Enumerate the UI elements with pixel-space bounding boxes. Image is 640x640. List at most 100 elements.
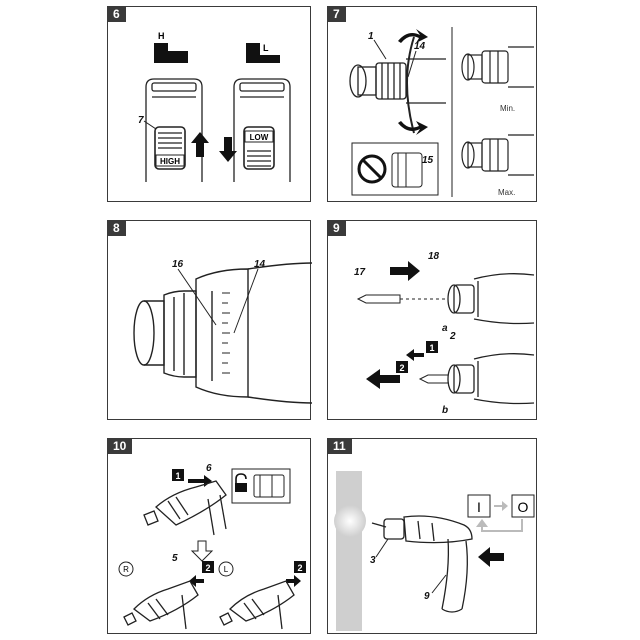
wall-surface [336, 471, 362, 631]
off-state-box [511, 494, 535, 518]
unlock-icon [235, 473, 247, 483]
screwdriver-bit [356, 294, 401, 304]
arrow-down-outline-icon [190, 540, 214, 562]
callout-17: 17 [354, 267, 366, 278]
panel-number: 9 [327, 220, 346, 236]
unlock-icon-body [235, 483, 247, 492]
leader-line [373, 39, 387, 60]
callout-1: 1 [368, 31, 374, 42]
driver-bottom-right [219, 580, 295, 630]
step-2-number: 2 [399, 363, 404, 373]
on-state-box [467, 494, 491, 518]
panel-number: 7 [327, 6, 346, 22]
high-label: HIGH [160, 157, 180, 166]
leader-line [177, 268, 217, 326]
rotate-arrow-top-icon [398, 29, 428, 43]
callout-3: 3 [370, 555, 376, 566]
arrow-right-icon [286, 575, 301, 587]
max-label: Max. [498, 188, 515, 197]
high-step-letter: H [158, 31, 165, 41]
leader-line [233, 268, 259, 334]
arrow-left-icon [189, 575, 204, 587]
chuck-min [461, 46, 534, 88]
ring-detail [391, 152, 423, 188]
off-state-label: O [518, 499, 529, 515]
panel-10: 10 1 6 R 5 2 [107, 438, 311, 634]
callout-18: 18 [428, 251, 440, 262]
step-1-badge [172, 469, 184, 481]
leader-line [375, 538, 389, 558]
prohibited-icon [357, 154, 387, 184]
high-label-box [155, 154, 185, 167]
leader-line [407, 50, 417, 78]
bit-insertion-illustration: 17 18 a 2 1 2 b [354, 251, 535, 416]
rotation-l-icon [218, 561, 234, 577]
callout-16: 16 [172, 259, 184, 270]
arrow-left-icon [478, 547, 504, 567]
panel-11: 11 I O 3 9 [327, 438, 537, 634]
on-state-label: I [477, 499, 481, 515]
callout-7: 7 [138, 115, 144, 126]
step-2-badge [294, 561, 306, 573]
high-gear-step-icon [154, 43, 188, 63]
driver-lower [447, 353, 535, 405]
callout-2: 2 [449, 331, 456, 342]
low-label: LOW [250, 133, 269, 142]
arrow-up-icon [191, 132, 209, 157]
step-1-number: 1 [429, 343, 434, 353]
step-2-badge [396, 361, 408, 373]
panel-number: 8 [107, 220, 126, 236]
lock-detail [253, 474, 285, 498]
label-a: a [442, 323, 448, 334]
chuck-assembly [349, 36, 446, 134]
step-2-badge [202, 561, 214, 573]
power-switch-illustration: I O 3 9 [334, 471, 535, 631]
tool-body-right [233, 78, 291, 182]
low-label-box [244, 130, 274, 143]
torque-scale-ticks [222, 292, 230, 374]
return-arrow [481, 519, 523, 532]
label-b: b [442, 405, 448, 416]
leader-line [143, 120, 157, 130]
speed-switch-illustration: H L HIGH 7 LOW [138, 31, 291, 182]
torque-ring-illustration: 1 14 15 Min. Max [349, 27, 534, 197]
arrow-left-icon [366, 369, 400, 389]
prohibited-slash [361, 158, 383, 180]
arrow-left-small-icon [406, 349, 424, 361]
callout-9: 9 [424, 591, 430, 602]
panel-6: 6 H L HIGH 7 [107, 6, 311, 202]
panel-8: 8 16 14 [107, 220, 313, 420]
caution-box [351, 142, 439, 196]
callout-15: 15 [422, 155, 434, 166]
driver-body [371, 515, 473, 613]
chuck-max [461, 134, 534, 176]
torque-scale-illustration: 16 14 [133, 259, 313, 404]
lock-detail-box [231, 468, 291, 504]
driver-bottom-left [123, 580, 199, 630]
callout-6: 6 [206, 463, 212, 474]
tool-body-left [145, 78, 203, 182]
panel-number: 6 [107, 6, 126, 22]
arrow-right-icon [494, 501, 508, 511]
low-step-letter: L [263, 43, 269, 53]
panel-number: 11 [327, 438, 352, 454]
step-2-number: 2 [297, 563, 302, 573]
rotate-arrow-bottom-icon [398, 121, 428, 135]
arrow-right-icon [390, 261, 420, 281]
callout-14: 14 [414, 41, 426, 52]
panel-9: 9 17 18 a 2 1 2 b [327, 220, 537, 420]
callout-14: 14 [254, 259, 266, 270]
screwdriver-bit [418, 374, 449, 384]
step-1-number: 1 [175, 471, 180, 481]
arrow-up-icon [476, 519, 488, 527]
step-2-number: 2 [205, 563, 210, 573]
panel-7: 7 1 14 15 [327, 6, 537, 202]
driver-upper [447, 273, 535, 325]
arrow-down-icon [219, 137, 237, 162]
low-gear-step-icon [246, 43, 280, 63]
rotation-r-label: R [123, 565, 129, 574]
step-1-badge [426, 341, 438, 353]
large-chuck [133, 262, 313, 404]
work-light-glow [334, 505, 366, 537]
driver-top [143, 480, 227, 536]
